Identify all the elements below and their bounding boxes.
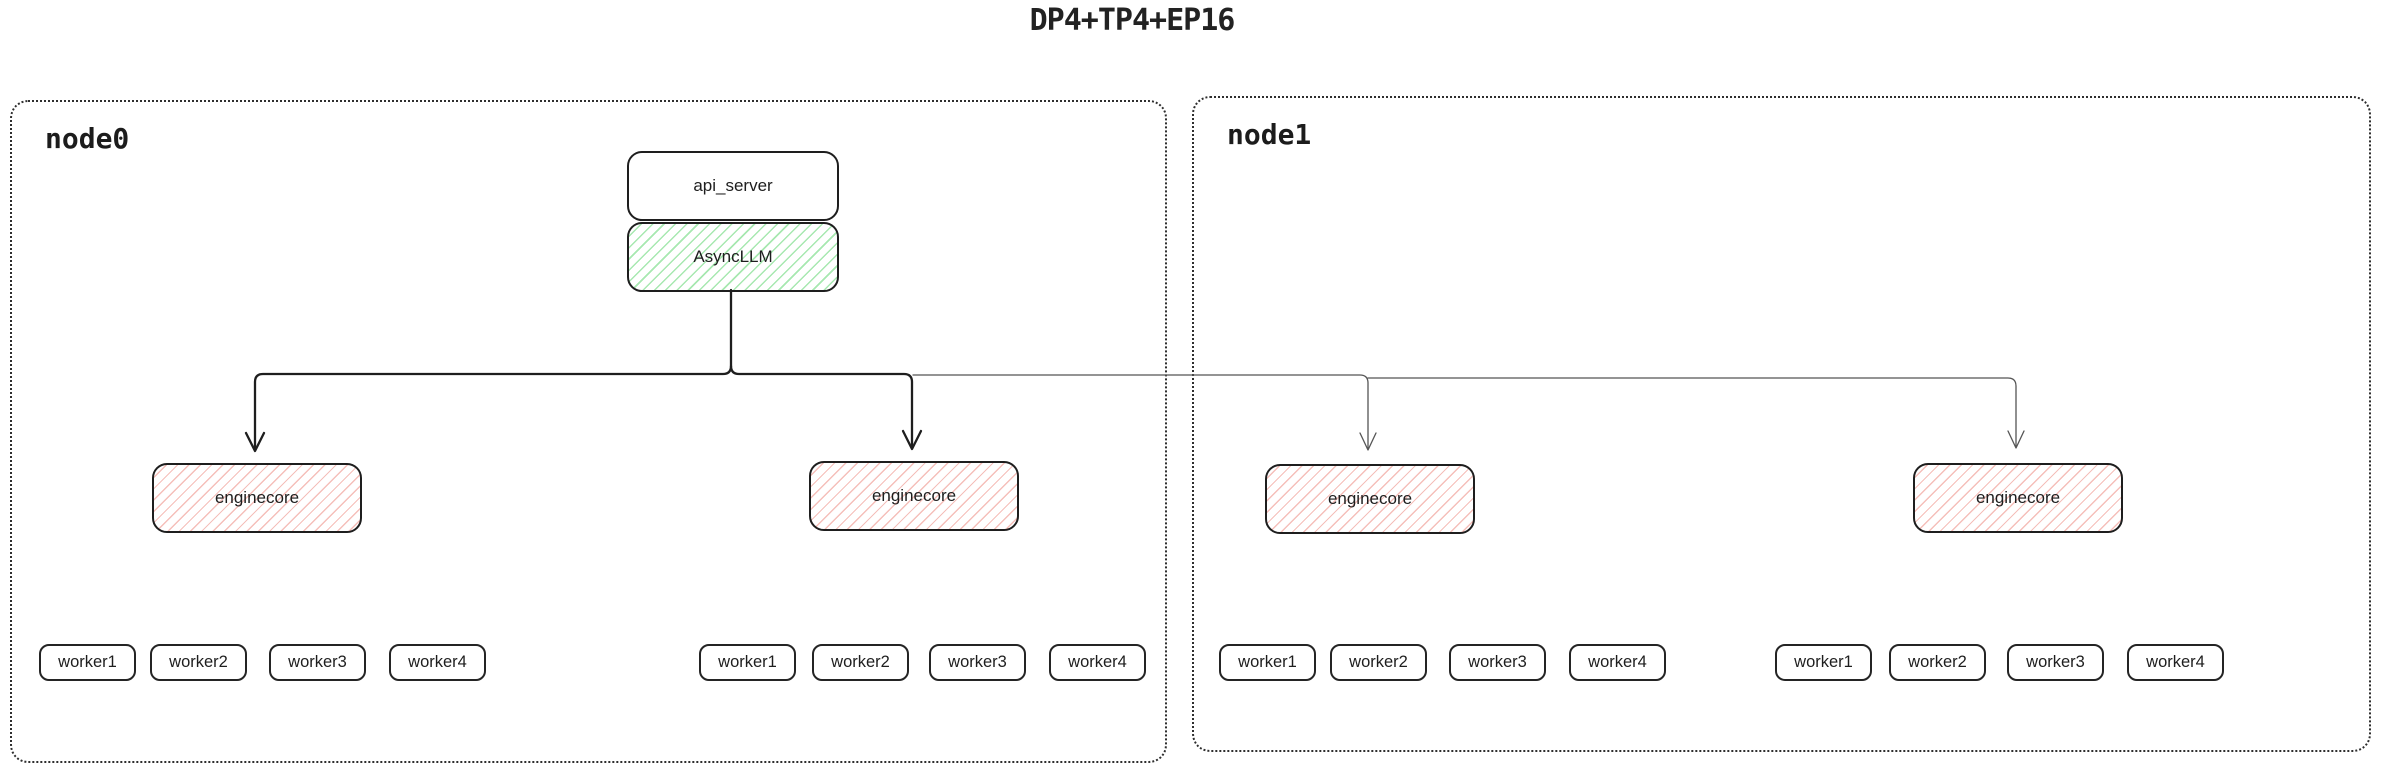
api-server-box: api_server <box>627 151 839 221</box>
enginecore-label: enginecore <box>1327 489 1413 508</box>
worker-box: worker3 <box>929 644 1026 681</box>
worker-box: worker2 <box>1889 644 1986 681</box>
worker-box: worker4 <box>1569 644 1666 681</box>
api-server-label: api_server <box>693 176 773 195</box>
enginecore-box-4: enginecore <box>1913 463 2123 533</box>
worker-label: worker3 <box>948 653 1007 671</box>
worker-box: worker1 <box>1775 644 1872 681</box>
worker-box: worker3 <box>1449 644 1546 681</box>
worker-label: worker2 <box>1349 653 1408 671</box>
worker-label: worker4 <box>408 653 467 671</box>
enginecore-label: enginecore <box>871 486 957 505</box>
worker-box: worker3 <box>269 644 366 681</box>
worker-box: worker2 <box>150 644 247 681</box>
worker-box: worker1 <box>1219 644 1316 681</box>
worker-label: worker4 <box>1588 653 1647 671</box>
worker-box: worker4 <box>1049 644 1146 681</box>
worker-box: worker1 <box>699 644 796 681</box>
worker-label: worker2 <box>169 653 228 671</box>
worker-label: worker2 <box>831 653 890 671</box>
node1-container: node1 enginecore enginecore worker1 work… <box>1192 96 2371 752</box>
worker-box: worker2 <box>1330 644 1427 681</box>
asyncllm-box: AsyncLLM <box>627 222 839 292</box>
worker-label: worker3 <box>1468 653 1527 671</box>
worker-label: worker4 <box>1068 653 1127 671</box>
worker-label: worker1 <box>1794 653 1853 671</box>
node1-label: node1 <box>1227 118 1312 151</box>
worker-label: worker3 <box>288 653 347 671</box>
node0-container: node0 api_server AsyncLLM enginecore eng… <box>10 100 1167 763</box>
worker-label: worker1 <box>1238 653 1297 671</box>
enginecore-box-3: enginecore <box>1265 464 1475 534</box>
worker-box: worker1 <box>39 644 136 681</box>
enginecore-label: enginecore <box>214 488 300 507</box>
asyncllm-label: AsyncLLM <box>693 247 773 266</box>
diagram-title: DP4+TP4+EP16 <box>1029 3 1236 38</box>
worker-label: worker1 <box>58 653 117 671</box>
worker-box: worker2 <box>812 644 909 681</box>
worker-box: worker4 <box>2127 644 2224 681</box>
worker-label: worker3 <box>2026 653 2085 671</box>
node0-label: node0 <box>45 122 130 155</box>
enginecore-box-1: enginecore <box>152 463 362 533</box>
worker-label: worker2 <box>1908 653 1967 671</box>
worker-box: worker3 <box>2007 644 2104 681</box>
enginecore-label: enginecore <box>1975 488 2061 507</box>
worker-label: worker1 <box>718 653 777 671</box>
enginecore-box-2: enginecore <box>809 461 1019 531</box>
worker-label: worker4 <box>2146 653 2205 671</box>
worker-box: worker4 <box>389 644 486 681</box>
